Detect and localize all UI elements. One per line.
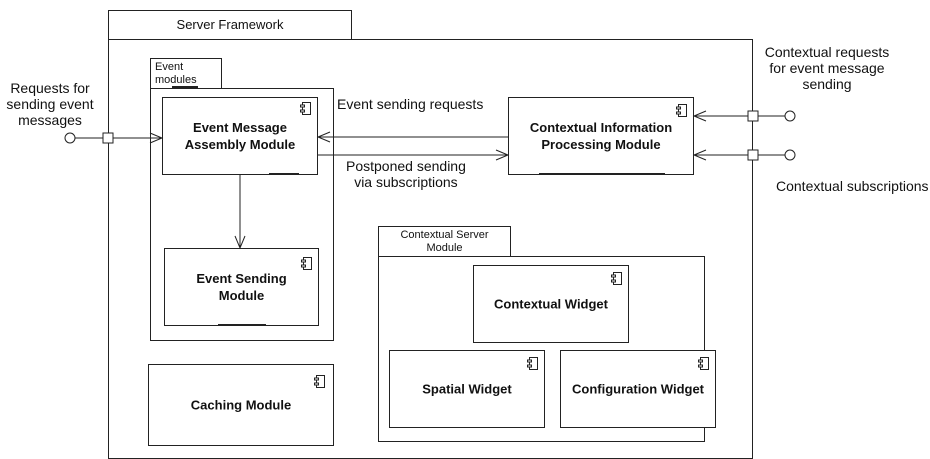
right-port-upper xyxy=(747,110,759,122)
event-modules-tab: Event modules xyxy=(150,58,222,89)
left-interface-lollipop xyxy=(64,132,76,144)
event-message-assembly-title: Event Message Assembly Module xyxy=(184,120,296,152)
module-underline xyxy=(269,173,299,175)
component-icon xyxy=(527,357,538,370)
event-modules-tab-underline xyxy=(172,86,198,88)
event-modules-title: Event modules xyxy=(155,61,197,86)
spatial-widget: Spatial Widget xyxy=(389,350,545,428)
component-icon xyxy=(676,104,687,117)
configuration-widget: Configuration Widget xyxy=(560,350,716,428)
right-port-lower xyxy=(747,149,759,161)
component-icon xyxy=(301,257,312,270)
component-icon xyxy=(698,357,709,370)
arrowhead xyxy=(234,235,246,250)
component-icon xyxy=(300,102,311,115)
event-sending-requests-label: Event sending requests xyxy=(337,96,484,112)
server-framework-title: Server Framework xyxy=(176,17,284,32)
postponed-sending-label: Postponed sending via subscriptions xyxy=(346,158,466,190)
contextual-subscriptions-label: Contextual subscriptions xyxy=(776,178,929,194)
arrowhead xyxy=(149,132,164,144)
component-icon xyxy=(611,272,622,285)
caching-title: Caching Module xyxy=(190,397,292,413)
arrowhead xyxy=(692,110,707,122)
contextual-widget-title: Contextual Widget xyxy=(494,296,608,312)
contextual-server-module-title: Contextual Server Module xyxy=(400,229,489,254)
contextual-requests-label: Contextual requests for event message se… xyxy=(764,44,890,92)
requests-for-sending-label: Requests for sending event messages xyxy=(6,80,94,128)
caching-module: Caching Module xyxy=(148,364,334,446)
module-underline xyxy=(218,324,266,326)
module-underline xyxy=(539,173,665,175)
event-sending-title: Event Sending Module xyxy=(196,271,287,303)
arrowhead xyxy=(495,149,510,161)
contextual-information-processing-module: Contextual Information Processing Module xyxy=(508,97,694,175)
component-icon xyxy=(314,375,325,388)
contextual-subscriptions-lollipop xyxy=(784,149,796,161)
event-sending-module: Event Sending Module xyxy=(164,248,319,326)
left-port xyxy=(102,132,114,144)
arrowhead xyxy=(316,131,331,143)
event-message-assembly-module: Event Message Assembly Module xyxy=(162,97,318,175)
spatial-widget-title: Spatial Widget xyxy=(422,381,512,397)
arrowhead xyxy=(692,149,707,161)
server-framework-tab: Server Framework xyxy=(108,10,352,40)
contextual-information-processing-title: Contextual Information Processing Module xyxy=(529,120,673,152)
contextual-widget: Contextual Widget xyxy=(473,265,629,343)
configuration-widget-title: Configuration Widget xyxy=(571,381,705,397)
contextual-requests-lollipop xyxy=(784,110,796,122)
contextual-server-module-tab: Contextual Server Module xyxy=(378,226,511,257)
